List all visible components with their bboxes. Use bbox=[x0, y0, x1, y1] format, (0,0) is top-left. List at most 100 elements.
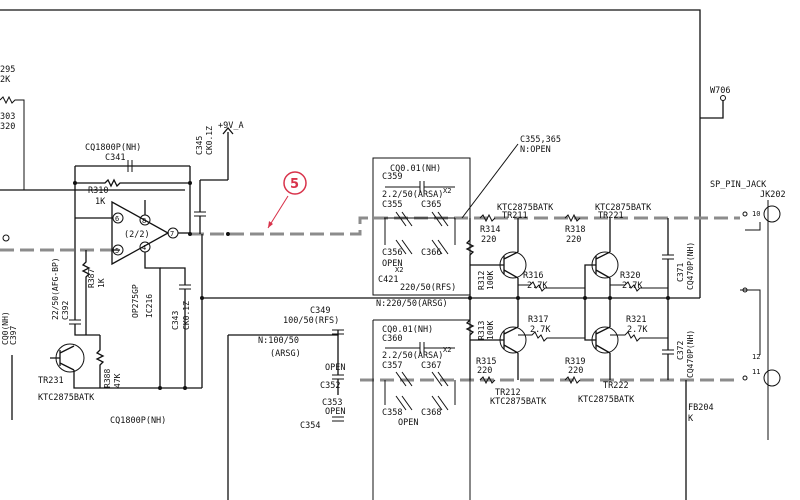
callout-5-number: 5 bbox=[290, 177, 299, 192]
output-stage: KTC2875BATK TR211 KTC2875BATK TR221 R314… bbox=[372, 203, 714, 500]
label-r312: R312 bbox=[477, 271, 486, 290]
label-n-220-50-arsg: N:220/50(ARSG) bbox=[376, 299, 448, 309]
label-ic216: IC216 bbox=[145, 294, 154, 318]
capacitor-c343: C343 CK0.1Z bbox=[160, 267, 191, 388]
label-c371: C371 bbox=[676, 263, 685, 282]
label-r310-value: 1K bbox=[95, 197, 106, 207]
label-n-100-50: N:100/50 bbox=[258, 336, 299, 346]
label-c355: C355 bbox=[382, 200, 402, 210]
label-ic-part: OP275GP bbox=[131, 284, 140, 318]
label-r316: R316 bbox=[523, 271, 543, 281]
label-c349-value: 100/50(RFS) bbox=[283, 316, 339, 326]
label-c392: C392 bbox=[61, 301, 70, 320]
output-jack-jk202: SP_PIN_JACK JK202 10 12 11 bbox=[710, 180, 786, 440]
label-r387: R387 bbox=[87, 269, 96, 288]
label-c345: C345 bbox=[195, 136, 204, 155]
label-k-suffix: K bbox=[688, 414, 694, 424]
label-n-open: N:OPEN bbox=[520, 145, 551, 155]
label-pin7: 7 bbox=[170, 230, 174, 238]
label-left-cap-value: CQ0(NH) bbox=[1, 311, 10, 345]
label-r314-value: 220 bbox=[481, 235, 496, 245]
label-c355-365: C355,365 bbox=[520, 135, 561, 145]
label-r315: R315 bbox=[476, 357, 496, 367]
label-c353: C353 bbox=[322, 398, 342, 408]
label-open-top: OPEN bbox=[382, 259, 402, 269]
label-r310: R310 bbox=[88, 186, 108, 196]
label-cq001-top: CQ0.01(NH) bbox=[390, 164, 441, 174]
label-r295: 295 bbox=[0, 65, 15, 75]
label-c367: C367 bbox=[421, 361, 441, 371]
label-c-22-50-arsa-top: 2.2/50(ARSA) bbox=[382, 190, 443, 200]
label-opamp-half: (2/2) bbox=[124, 230, 150, 240]
label-c345-value: CK0.1Z bbox=[205, 126, 214, 155]
label-open-c352: OPEN bbox=[325, 363, 345, 373]
label-r313: R313 bbox=[477, 321, 486, 340]
label-tr222: TR222 bbox=[603, 381, 629, 391]
label-c366: C366 bbox=[421, 248, 441, 258]
label-x2-bottom: X2 bbox=[443, 346, 451, 354]
label-tr211: TR211 bbox=[502, 211, 528, 221]
label-pin11: 11 bbox=[752, 368, 760, 376]
label-w706: W706 bbox=[710, 86, 730, 96]
w706-jumper: W706 bbox=[710, 86, 730, 101]
label-r321: R321 bbox=[626, 315, 646, 325]
label-c358: C358 bbox=[382, 408, 402, 418]
label-tr221: TR221 bbox=[598, 211, 624, 221]
label-c343-value: CK0.1Z bbox=[182, 301, 191, 330]
label-arsg: (ARSG) bbox=[270, 349, 301, 359]
label-c-22-50-arsa-bottom: 2.2/50(ARSA) bbox=[382, 351, 443, 361]
left-transistor-section: 22/50(AFG-BP) C392 R387 1K R388 47K TR23… bbox=[1, 250, 202, 426]
label-pin12: 12 bbox=[752, 353, 760, 361]
label-ktc-tr212: KTC2875BATK bbox=[490, 397, 547, 407]
label-r388-value: 47K bbox=[113, 373, 122, 388]
label-r320-value: 2.7K bbox=[622, 281, 643, 291]
capacitor-bank-top: C355,365 N:OPEN CQ0.01(NH) C359 2.2/50(A… bbox=[372, 135, 561, 309]
label-tr212: TR212 bbox=[495, 388, 521, 398]
label-r314: R314 bbox=[480, 225, 500, 235]
label-c352: C352 bbox=[320, 381, 340, 391]
c349-c352-c353: C349 100/50(RFS) N:100/50 (ARSG) OPEN C3… bbox=[227, 306, 345, 500]
label-ktc-tr222: KTC2875BATK bbox=[578, 395, 635, 405]
label-pin6: 6 bbox=[115, 215, 119, 223]
label-pin4: 4 bbox=[142, 244, 146, 252]
opamp-ic216: CQ1800P(NH) C341 R310 1K 6 8 5 4 7 (2/2)… bbox=[73, 143, 192, 388]
label-r318-value: 220 bbox=[566, 235, 581, 245]
label-tr231: TR231 bbox=[38, 376, 64, 386]
label-r312-value: 100K bbox=[486, 271, 495, 290]
label-r321-value: 2.7K bbox=[627, 325, 648, 335]
label-plus9v: +9V_A bbox=[218, 121, 244, 131]
top-left-components: 295 2K 303 320 bbox=[0, 65, 25, 242]
label-ktc-bl: KTC2875BATK bbox=[38, 393, 95, 403]
label-c349: C349 bbox=[310, 306, 330, 316]
label-c343: C343 bbox=[171, 311, 180, 330]
left-terminal bbox=[2, 234, 10, 242]
label-c371-value: CQ470P(NH) bbox=[686, 242, 695, 290]
label-c354: C354 bbox=[300, 421, 320, 431]
label-x2-mid: X2 bbox=[395, 266, 403, 274]
label-r303-value: 320 bbox=[0, 122, 15, 132]
label-r317: R317 bbox=[528, 315, 548, 325]
power-c345: CK0.1Z C345 +9V_A bbox=[194, 121, 372, 388]
label-r320: R320 bbox=[620, 271, 640, 281]
callout-5: 5 bbox=[267, 171, 307, 229]
label-r318: R318 bbox=[565, 225, 585, 235]
label-r388: R388 bbox=[103, 369, 112, 388]
label-c372: C372 bbox=[676, 341, 685, 360]
label-cq001-bottom: CQ0.01(NH) bbox=[382, 325, 433, 335]
label-r387-value: 1K bbox=[97, 278, 106, 288]
label-r317-value: 2.7K bbox=[530, 325, 551, 335]
capacitor-bank-bottom: CQ0.01(NH) C360 2.2/50(ARSA) X2 C357 C36… bbox=[372, 319, 471, 500]
label-r303: 303 bbox=[0, 112, 15, 122]
label-cq1800p-bottom: CQ1800P(NH) bbox=[110, 416, 166, 426]
label-pin10: 10 bbox=[752, 210, 760, 218]
label-pin5: 5 bbox=[115, 247, 119, 255]
label-pin8: 8 bbox=[142, 217, 146, 225]
label-c356: C356 bbox=[382, 248, 402, 258]
label-open-c353: OPEN bbox=[325, 407, 345, 417]
signal-path bbox=[0, 216, 740, 382]
label-ktc-tr221: KTC2875BATK bbox=[595, 203, 652, 213]
label-r313-value: 100K bbox=[486, 321, 495, 340]
label-c368: C368 bbox=[421, 408, 441, 418]
label-jk202: JK202 bbox=[760, 190, 786, 200]
